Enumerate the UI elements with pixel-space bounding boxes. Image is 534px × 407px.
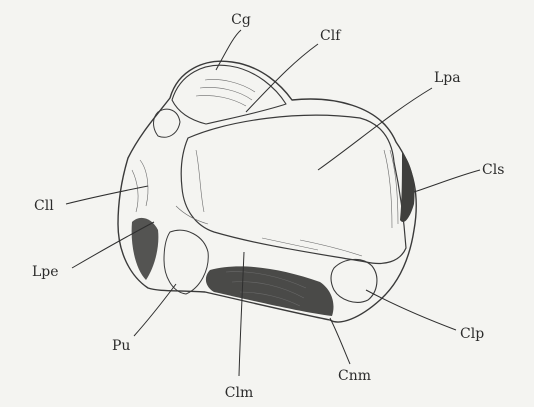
label-cnm: Cnm <box>338 368 371 384</box>
label-cg: Cg <box>231 12 251 28</box>
label-clf: Clf <box>320 28 342 44</box>
label-lpe: Lpe <box>32 264 59 280</box>
label-pu: Pu <box>112 338 130 354</box>
label-clp: Clp <box>460 326 484 342</box>
label-lpa: Lpa <box>434 70 461 86</box>
label-cls: Cls <box>482 162 504 178</box>
label-cll: Cll <box>34 198 54 214</box>
label-clm: Clm <box>225 385 253 401</box>
